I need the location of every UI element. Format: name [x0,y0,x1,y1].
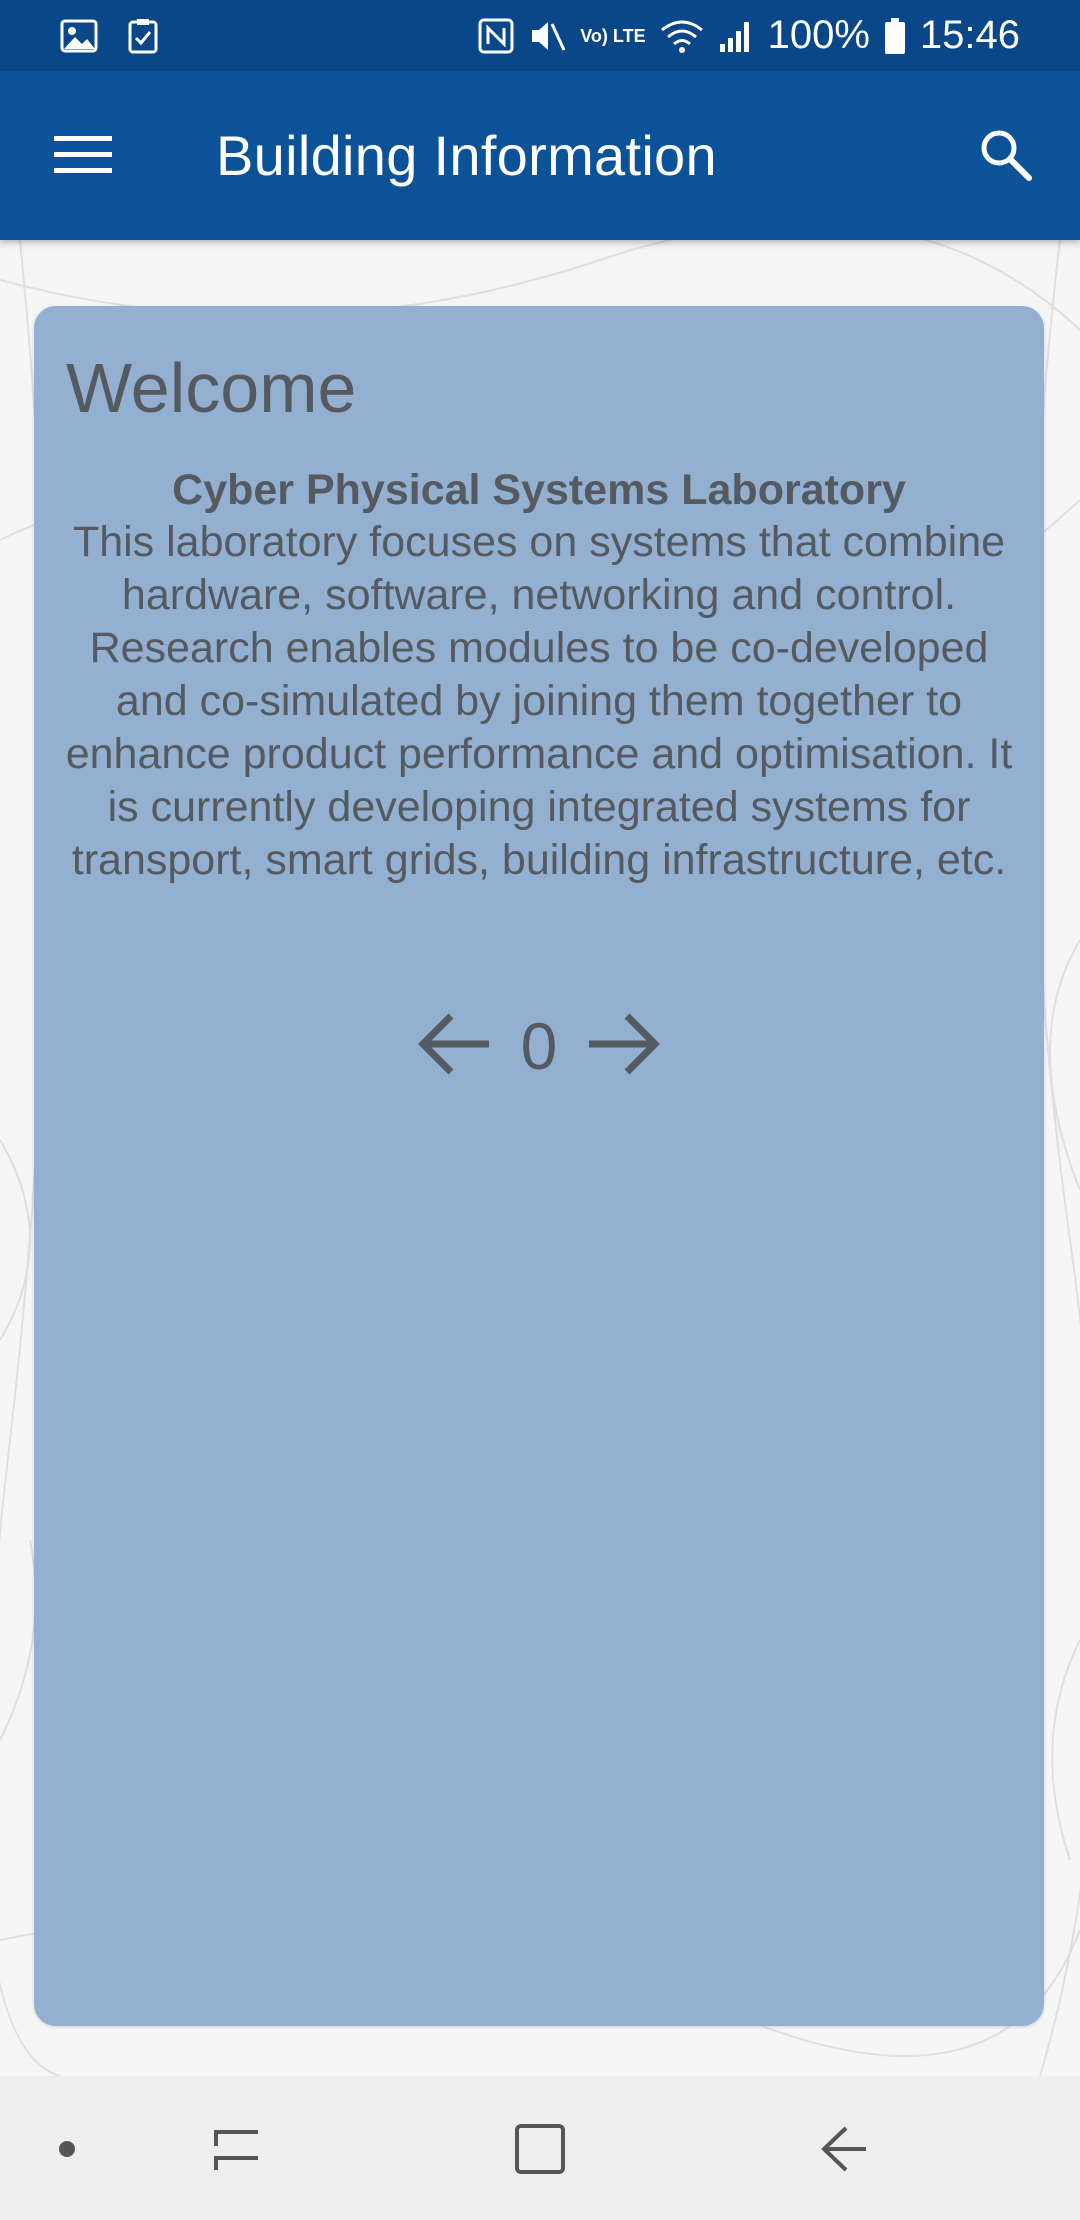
welcome-heading: Welcome [66,349,357,427]
system-nav-bar [0,2076,1080,2220]
hamburger-menu-icon [54,134,112,179]
lab-description: This laboratory focuses on systems that … [65,518,1013,884]
nav-dot-button[interactable] [22,2106,112,2196]
back-button[interactable] [798,2106,888,2196]
search-button[interactable] [960,111,1050,201]
page-index: 0 [520,1009,558,1083]
signal-icon [718,18,754,54]
previous-button[interactable] [415,1006,495,1086]
page-title: Building Information [216,124,717,187]
menu-button[interactable] [40,113,126,199]
battery-percent: 100% [767,13,870,57]
app-bar: Building Information [0,71,1080,240]
mute-icon [528,18,566,54]
home-button[interactable] [495,2106,585,2196]
dot-icon [58,2140,76,2163]
next-button[interactable] [583,1006,663,1086]
clipboard-check-icon [128,18,158,54]
pager: 0 [34,996,1044,1096]
status-bar: Vo) LTE 100% 15:46 [0,0,1080,71]
home-icon [513,2122,567,2181]
battery-icon [884,17,906,55]
image-icon [60,19,98,53]
volte-icon: Vo) LTE [580,25,646,46]
search-icon [977,126,1033,187]
clock: 15:46 [919,13,1020,57]
lab-title: Cyber Physical Systems Laboratory [172,466,906,514]
nfc-icon [478,18,514,54]
recent-apps-button[interactable] [192,2106,282,2196]
arrow-left-icon [417,1012,493,1081]
wifi-icon [660,18,704,54]
arrow-right-icon [585,1012,661,1081]
recent-apps-icon [210,2124,264,2179]
back-icon [816,2122,870,2181]
welcome-card: Welcome Cyber Physical Systems Laborator… [34,306,1044,2026]
